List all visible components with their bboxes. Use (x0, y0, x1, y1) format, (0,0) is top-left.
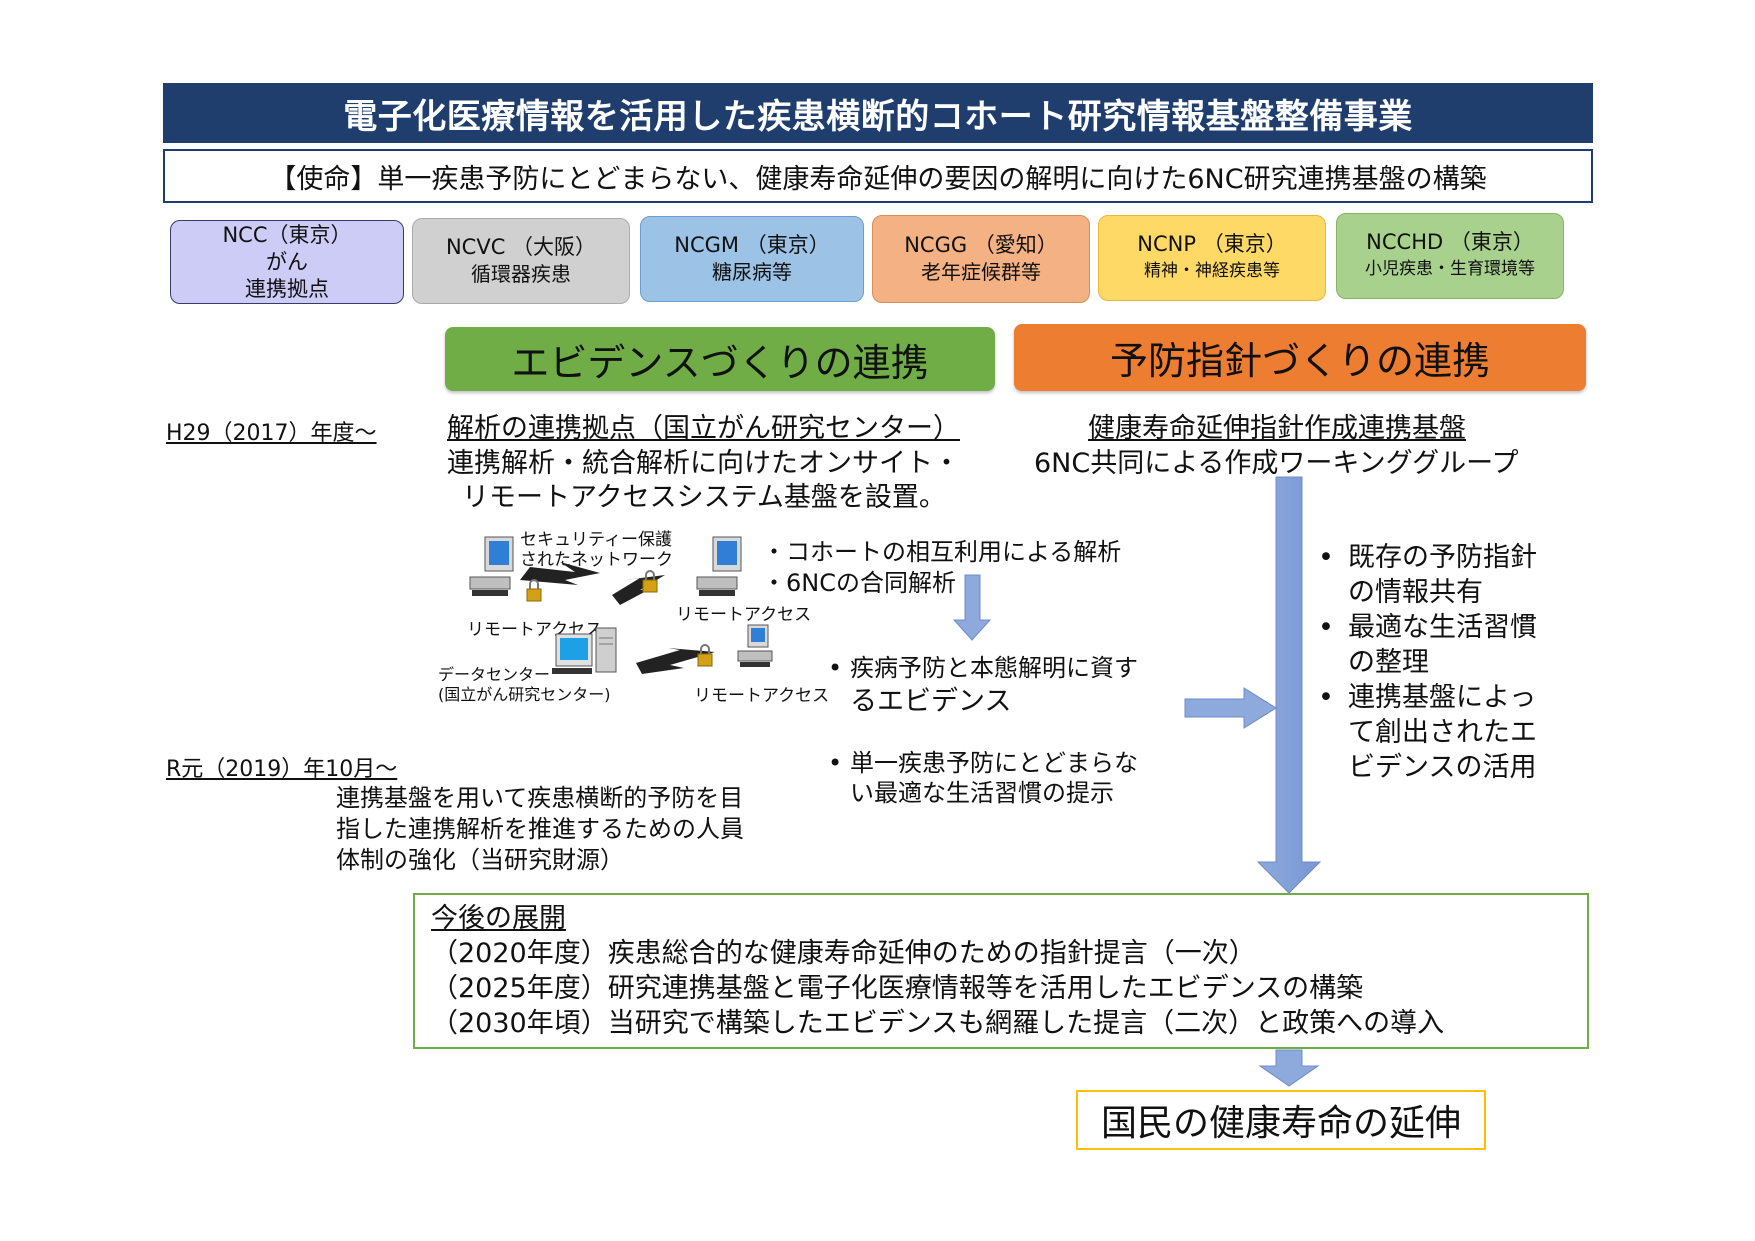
analysis-point: ・コホートの相互利用による解析 (762, 538, 1122, 566)
guideline-point: 連携基盤によっ て創出されたエ ビデンスの活用 (1318, 680, 1537, 785)
remote-access-label: リモートアクセス (694, 686, 830, 706)
center-box-ncnp: NCNP （東京） 精神・神経疾患等 (1098, 215, 1326, 301)
center-name: NCVC （大阪） (445, 235, 597, 259)
guideline-point-line: の情報共有 (1348, 577, 1483, 608)
padlock-icon (642, 570, 658, 593)
network-link-arrow (520, 562, 715, 674)
r1-desc-line: 指した連携解析を推進するための人員 (336, 815, 744, 843)
center-box-ncvc: NCVC （大阪） 循環器疾患 (412, 218, 630, 304)
guideline-point: 最適な生活習慣 の整理 (1318, 610, 1537, 680)
future-item: （2020年度）疾患総合的な健康寿命延伸のための指針提言（一次） (431, 938, 1256, 969)
padlock-icon (526, 579, 542, 602)
guideline-point-line: ビデンスの活用 (1348, 752, 1537, 783)
center-field: 循環器疾患 (471, 262, 571, 286)
future-item: （2030年頃）当研究で構築したエビデンスも網羅した提言（二次）と政策への導入 (431, 1008, 1445, 1039)
center-name: NCCHD （東京） (1366, 230, 1534, 254)
center-role: 連携拠点 (245, 276, 329, 301)
center-box-ncgm: NCGM （東京） 糖尿病等 (640, 216, 864, 302)
center-box-ncchd: NCCHD （東京） 小児疾患・生育環境等 (1336, 213, 1564, 299)
guideline-point: 既存の予防指針 の情報共有 (1318, 540, 1537, 610)
evidence-point: • 単一疾患予防にとどまらな い最適な生活習慣の提示 (828, 748, 1138, 808)
r1-desc-line: 連携基盤を用いて疾患横断的予防を目 (336, 784, 744, 812)
guideline-point-line: 既存の予防指針 (1348, 542, 1537, 573)
center-field: 老年症候群等 (921, 260, 1041, 284)
r1-description: 連携基盤を用いて疾患横断的予防を目 指した連携解析を推進するための人員 体制の強… (336, 783, 744, 876)
center-box-ncc: NCC（東京） がん 連携拠点 (170, 220, 404, 304)
bullet-icon: • (828, 654, 843, 682)
datacenter-label: データセンター (国立がん研究センター) (438, 665, 611, 705)
analysis-line1: 連携解析・統合解析に向けたオンサイト・ (447, 448, 960, 479)
center-name: NCGG （愛知） (904, 233, 1058, 257)
secure-label-line: セキュリティー保護 (520, 530, 672, 550)
datacenter-line: データセンター (438, 665, 551, 684)
guideline-point-line: て創出されたエ (1348, 717, 1537, 748)
timeline-r1: R元（2019）年10月～ (166, 757, 398, 782)
guideline-points: 既存の予防指針 の情報共有 最適な生活習慣 の整理 連携基盤によっ て創出された… (1318, 540, 1537, 785)
computer-icon (696, 536, 742, 596)
center-name: NCC（東京） (222, 222, 352, 247)
final-goal-box: 国民の健康寿命の延伸 (1076, 1090, 1486, 1150)
center-field: がん (266, 249, 308, 274)
timeline-h29: H29（2017）年度～ (166, 421, 377, 446)
center-field: 糖尿病等 (712, 260, 792, 284)
server-computer-icon (552, 627, 617, 674)
remote-access-label: リモートアクセス (676, 605, 812, 625)
evidence-point-line: 疾病予防と本態解明に資す (850, 654, 1138, 682)
right-arrow (1184, 687, 1277, 729)
secure-label-line: されたネットワーク (520, 550, 673, 570)
guideline-point-line: の整理 (1348, 647, 1429, 678)
analysis-heading: 解析の連携拠点（国立がん研究センター） (447, 413, 960, 444)
down-arrow-final (1258, 1049, 1320, 1087)
guideline-point-line: 連携基盤によっ (1348, 682, 1537, 713)
center-field: 小児疾患・生育環境等 (1365, 259, 1535, 279)
guideline-point-line: 最適な生活習慣 (1348, 612, 1537, 643)
evidence-banner: エビデンスづくりの連携 (445, 327, 995, 391)
computer-icon (469, 536, 514, 596)
prevention-banner: 予防指針づくりの連携 (1014, 324, 1586, 391)
future-heading: 今後の展開 (431, 903, 566, 934)
computer-icon (737, 624, 773, 667)
guideline-line1: 6NC共同による作成ワーキンググループ (1034, 448, 1519, 479)
analysis-line2: リモートアクセスシステム基盤を設置。 (462, 482, 946, 513)
mission-statement: 【使命】単一疾患予防にとどまらない、健康寿命延伸の要因の解明に向けた6NC研究連… (163, 149, 1593, 203)
bullet-icon: • (828, 749, 843, 777)
datacenter-line: (国立がん研究センター) (438, 685, 611, 704)
center-box-ncgg: NCGG （愛知） 老年症候群等 (872, 215, 1090, 303)
evidence-point-line: い最適な生活習慣の提示 (850, 779, 1114, 807)
evidence-point: • 疾病予防と本態解明に資す るエビデンス (828, 652, 1138, 718)
guideline-heading: 健康寿命延伸指針作成連携基盤 (1088, 413, 1466, 444)
future-item: （2025年度）研究連携基盤と電子化医療情報等を活用したエビデンスの構築 (431, 973, 1364, 1004)
analysis-point: ・6NCの合同解析 (762, 569, 956, 597)
down-arrow-small (952, 574, 992, 641)
center-name: NCGM （東京） (674, 233, 830, 257)
future-outlook-box: 今後の展開 （2020年度）疾患総合的な健康寿命延伸のための指針提言（一次） （… (413, 893, 1589, 1049)
evidence-point-line: るエビデンス (850, 686, 1012, 717)
page-title: 電子化医療情報を活用した疾患横断的コホート研究情報基盤整備事業 (163, 83, 1593, 143)
center-name: NCNP （東京） (1137, 232, 1287, 256)
evidence-point-line: 単一疾患予防にとどまらな (850, 749, 1138, 777)
r1-desc-line: 体制の強化（当研究財源） (336, 846, 624, 874)
vertical-arrow (1256, 476, 1322, 894)
padlock-icon (697, 644, 713, 667)
center-field: 精神・神経疾患等 (1144, 261, 1280, 281)
secure-network-label: セキュリティー保護 されたネットワーク (520, 530, 673, 570)
